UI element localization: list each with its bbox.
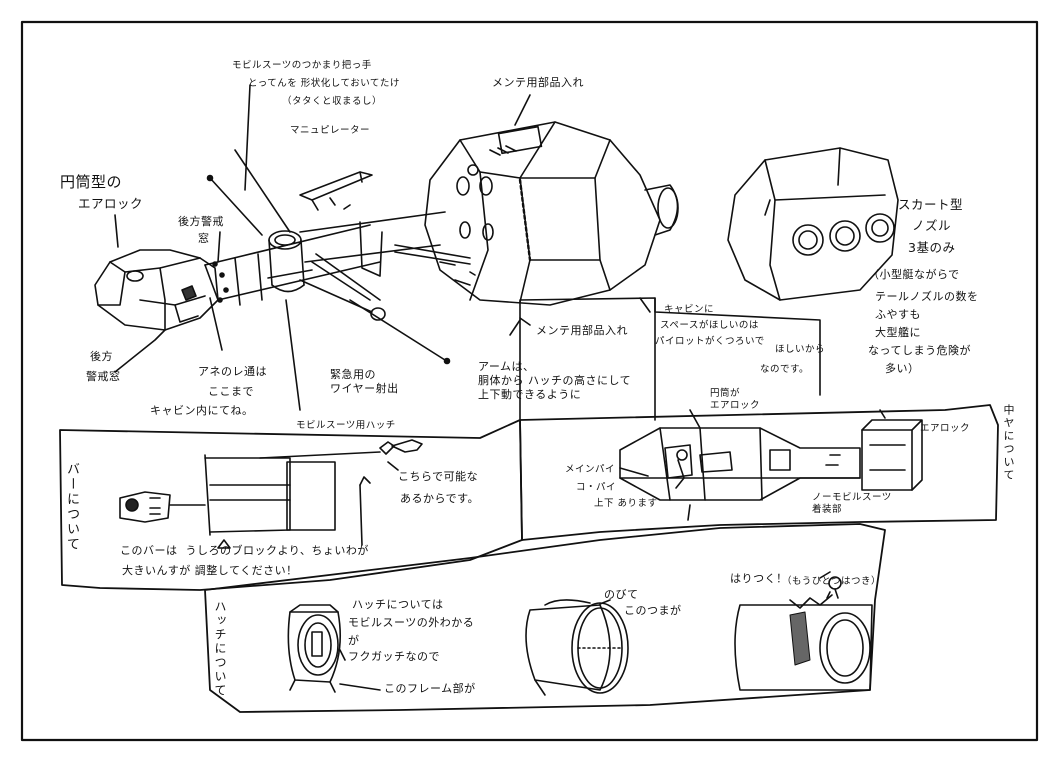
- hatch-panel-drawing: [204, 523, 886, 713]
- note-small-ship-1: （小型艇ながらで: [868, 268, 960, 281]
- note-manipulator: マニュピレーター: [290, 125, 371, 136]
- note-stick-2: （もうひとつはつき）: [782, 576, 882, 587]
- note-co-pilot: コ・パイ: [576, 482, 617, 493]
- note-skirt-nozzle-3: 3基のみ: [908, 240, 956, 255]
- note-tail-nozzle-1: 後方警戒: [178, 215, 224, 228]
- note-arm: アームは、 胴体から ハッチの高さにして 上下動できるように: [478, 360, 632, 401]
- note-bar-rotation-2: あるからです。: [400, 492, 480, 505]
- note-arm-cabin-1: アネのレ通は: [198, 365, 267, 378]
- note-hatch-1: ハッチについては: [352, 598, 444, 611]
- note-stretch: のびて: [604, 588, 639, 601]
- note-arm-cabin-3: キャビン内にてね。: [150, 404, 254, 417]
- cabin-panel-drawing: [519, 297, 999, 541]
- note-bar-2: 大きいんすが 調整してください！: [122, 564, 298, 577]
- note-small-ship-3: ふやすも: [875, 308, 921, 321]
- sheet-border: [20, 20, 1039, 742]
- note-mobile-suit-grip-2: とってんを 形状化しておいてたけ: [248, 78, 400, 89]
- note-small-ship-4: 大型艦に: [875, 326, 921, 339]
- note-mobile-suit-hatch: モビルスーツ用ハッチ: [296, 420, 396, 431]
- note-emergency-wire: 緊急用の ワイヤー射出: [330, 368, 399, 395]
- note-skirt-nozzle-1: スカート型: [898, 197, 964, 212]
- note-cylindrical-airlock-side: 円筒が エアロック: [710, 388, 761, 411]
- main-ship-drawing: [94, 84, 679, 411]
- note-small-ship-6: 多い）: [885, 362, 920, 375]
- note-this-way: このつまが: [624, 604, 682, 617]
- note-maintenance-hatch-bottom: メンテ用部品入れ: [536, 324, 628, 337]
- note-hatch-3: が: [348, 634, 360, 647]
- side-label-bar: バーについて: [64, 462, 79, 552]
- note-front-sensor-1: 後方: [90, 350, 113, 363]
- note-small-ship-2: テールノズルの数を: [875, 290, 979, 303]
- note-cylindrical-airlock-1: 円筒型の: [60, 173, 123, 191]
- note-small-ship-5: なってしまう危険が: [868, 344, 971, 357]
- note-cabin-space-1: キャビンに: [664, 304, 715, 315]
- note-arm-cabin-2: ここまで: [208, 385, 254, 398]
- side-label-cabin: 中ヤについて: [1002, 404, 1015, 482]
- note-hatch-4: フクガッチなので: [348, 650, 440, 663]
- note-cabin-space-3: パイロットがくつろいで: [655, 336, 765, 347]
- note-mobile-suit-grip-1: モビルスーツのつかまり把っ手: [232, 60, 372, 71]
- note-front-sensor-2: 警戒窓: [86, 370, 121, 383]
- note-cabin-space-4: ほしいから: [775, 344, 826, 355]
- note-mobile-suit-hold: ノーモビルスーツ 着装部: [812, 492, 892, 515]
- note-mobile-suit-grip-3: （タタくと収まるし）: [282, 96, 383, 107]
- note-skirt-nozzle-2: ノズル: [912, 218, 952, 233]
- note-bar-rotation-1: こちらで可能な: [398, 470, 479, 483]
- note-frame: このフレーム部が: [384, 682, 476, 695]
- note-cabin-space-2: スペースがほしいのは: [660, 320, 759, 331]
- note-main-pilot: メインパイ: [565, 464, 616, 475]
- bar-panel-drawing: [59, 419, 523, 591]
- note-cylindrical-airlock-2: エアロック: [78, 196, 144, 211]
- note-stick: はりつく！: [730, 572, 788, 585]
- note-bar-1: このバーは うしろのブロックより、ちょいわが: [120, 544, 369, 557]
- note-cabin-space-5: なのです。: [760, 364, 810, 375]
- note-maintenance-hatch-top: メンテ用部品入れ: [492, 76, 584, 89]
- side-label-hatch: ハッチについて: [213, 600, 227, 698]
- note-airlock-right: エアロック: [920, 423, 971, 434]
- skirt-nozzle-drawing: [727, 147, 899, 301]
- note-tail-nozzle-2: 窓: [198, 232, 210, 245]
- note-up-down: 上下 あります: [594, 498, 658, 509]
- note-hatch-2: モビルスーツの外わかる: [348, 616, 475, 629]
